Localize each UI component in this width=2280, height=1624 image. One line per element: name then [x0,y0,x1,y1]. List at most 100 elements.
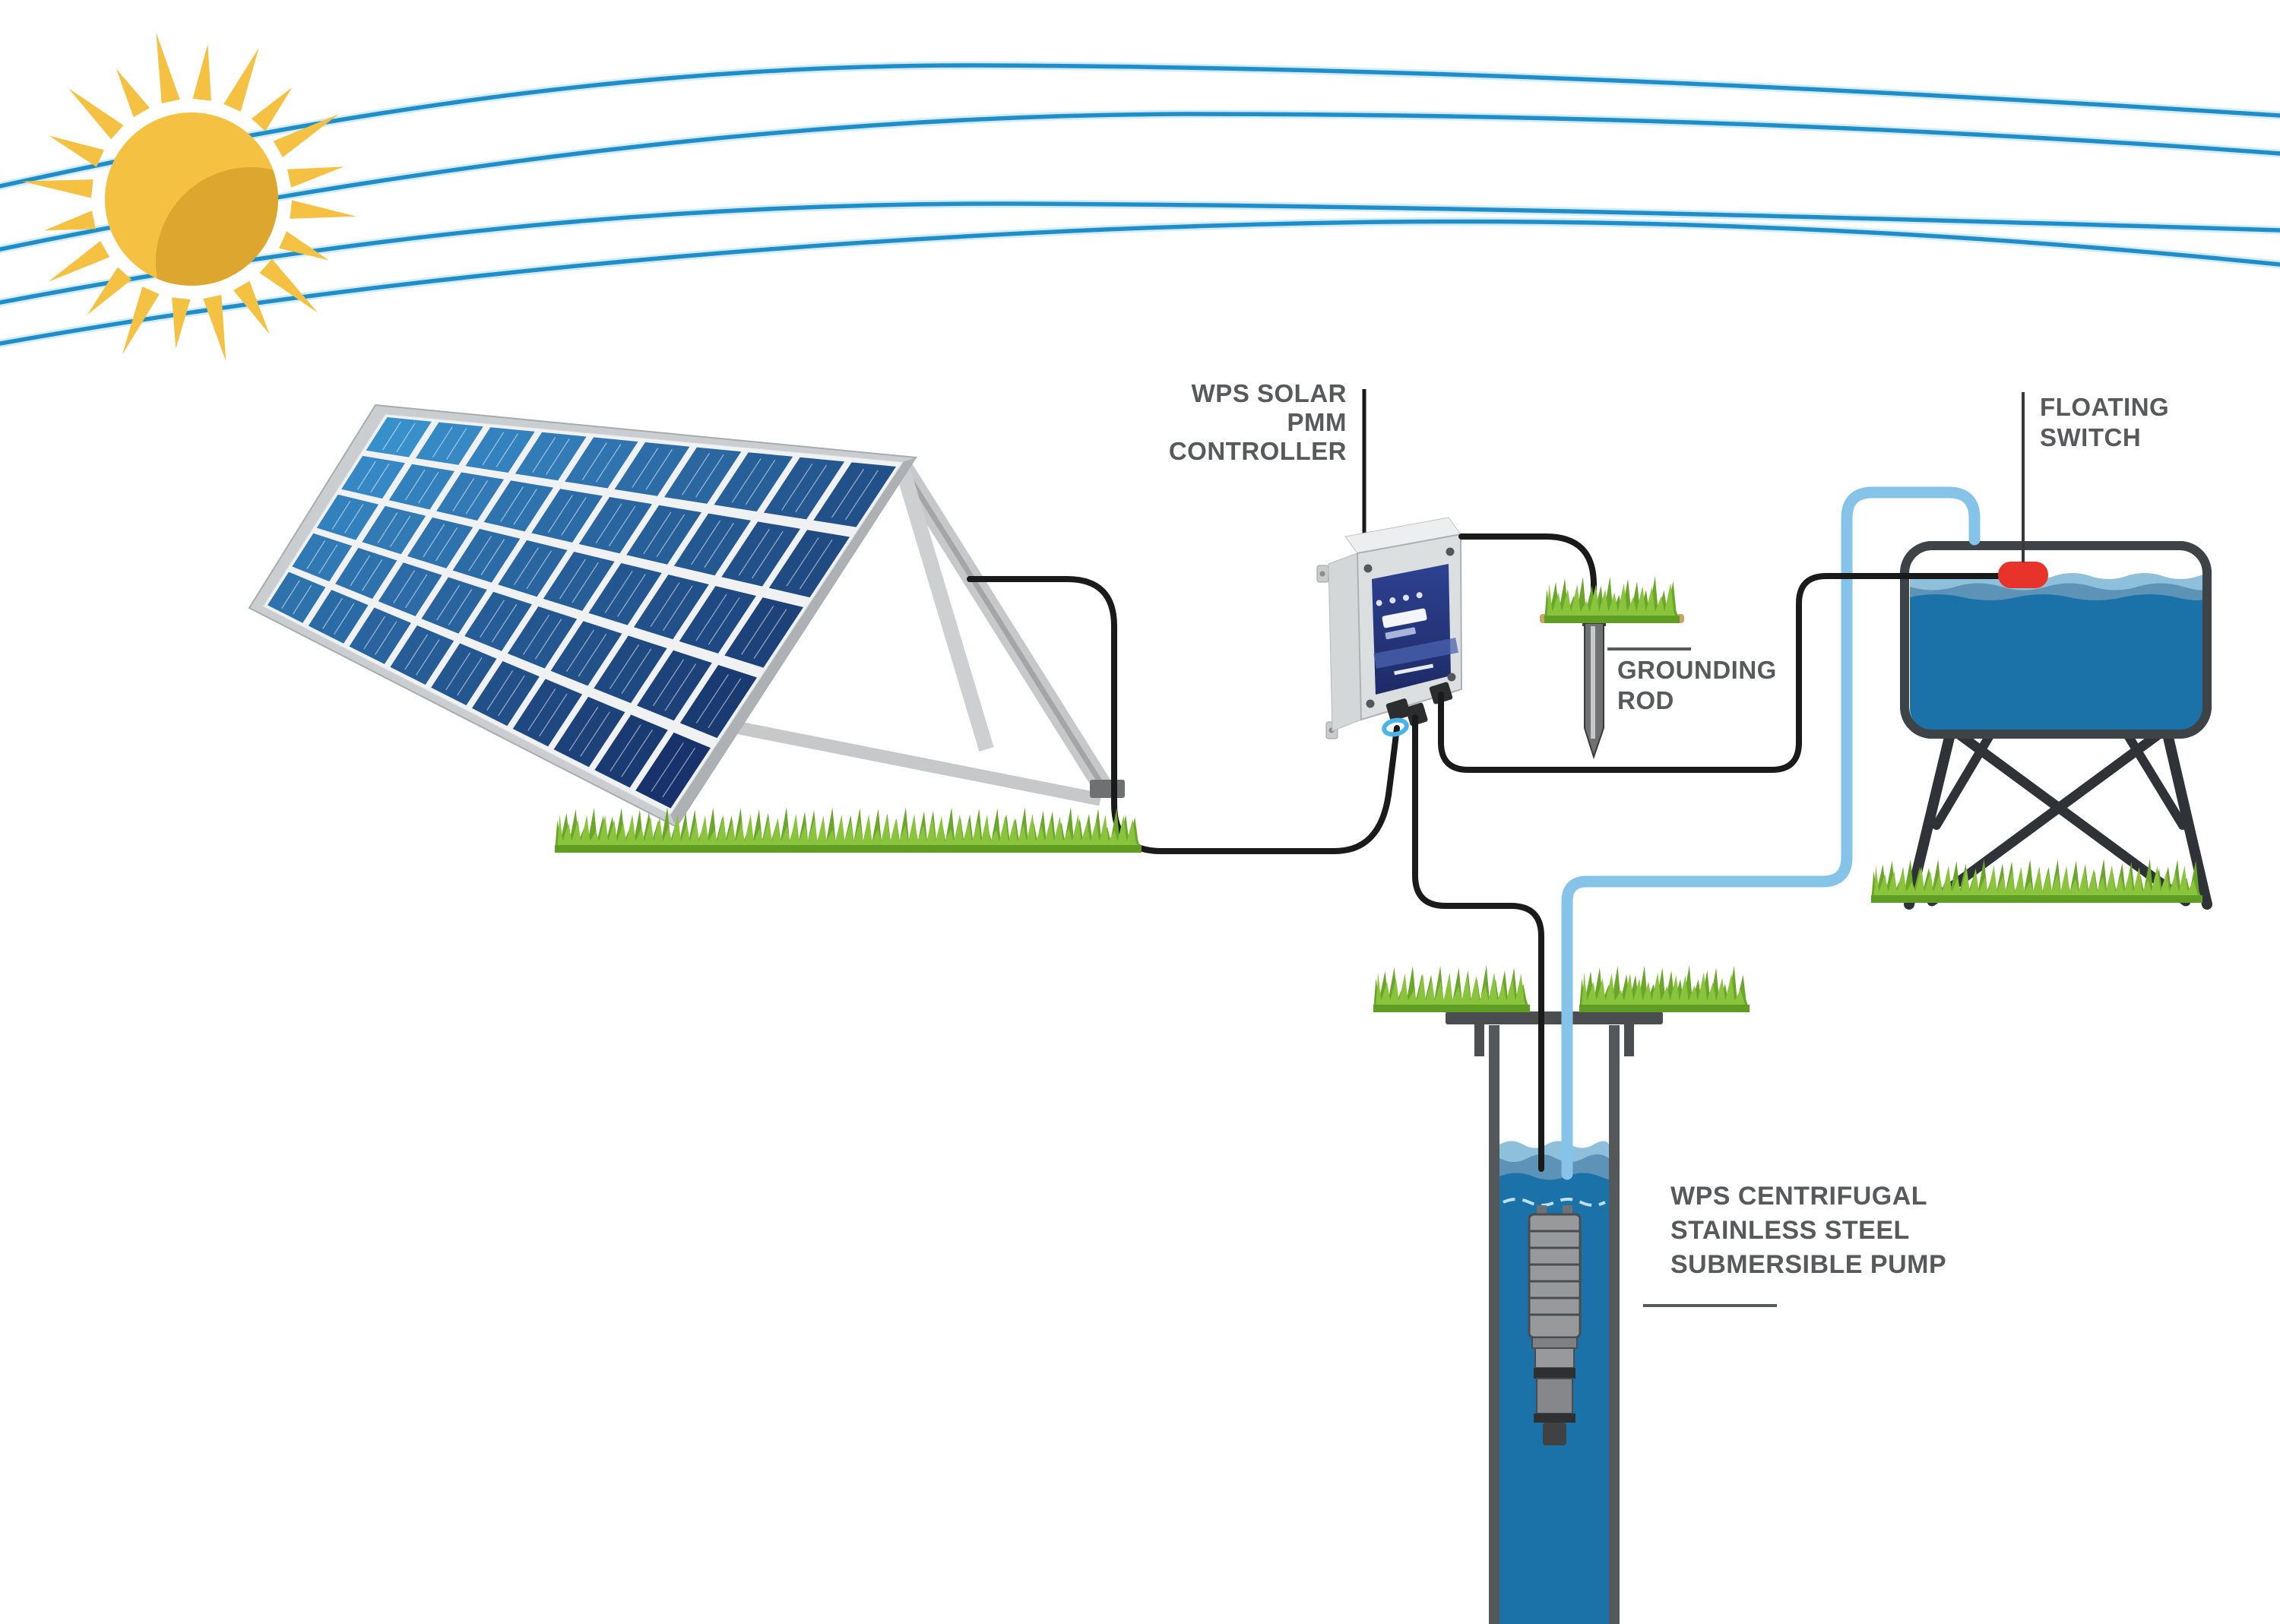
pump-band [1534,1413,1575,1423]
indicator-dot [1402,594,1409,601]
logo-mark [1382,608,1427,628]
cell-busbar [546,438,570,475]
grass-layer [557,814,1139,851]
panel-cell [308,590,369,644]
cell-busbar [578,633,607,677]
cell-busbar [393,570,416,603]
panel-cells [268,417,896,809]
cell-busbar [609,644,640,689]
pump-tail [1543,1423,1566,1445]
sun-ray [223,47,259,112]
cell-busbar [404,469,426,501]
cell-busbar [523,614,550,655]
cell-busbar [527,688,556,731]
cell-busbar [741,606,774,655]
cell-busbar [786,537,819,587]
cell-busbar [753,609,787,659]
sun-ray [172,297,191,349]
cell-busbar [513,489,537,525]
cell-busbar [559,559,586,600]
cell-busbar [491,603,518,643]
panel-cell [768,530,850,598]
cell-busbar [423,524,445,558]
cell-busbar [306,540,326,569]
sun-ray [87,267,132,315]
cell-busbar [610,724,641,772]
cell-busbar [695,454,724,498]
controller-box [1316,517,1463,739]
cell-busbar [681,453,711,495]
panel-cell [268,571,326,623]
cell-busbar [662,747,696,798]
cell-busbar [799,539,833,590]
sun-ray [192,44,211,101]
cell-busbar [595,503,622,544]
panel-cell [813,462,896,527]
sun-shade [156,167,278,286]
cell-busbar [404,574,428,609]
cell-busbar [621,730,653,777]
pump-label-rule [1643,1304,1777,1307]
cell-busbar [356,461,376,490]
cell-busbar [581,442,607,480]
grounding-grass [1544,576,1680,623]
cell-busbar [482,432,505,466]
stand-brace [1932,731,1994,830]
cell-busbar [844,470,879,521]
sun-ray [287,166,344,188]
sun-ray [48,241,110,282]
stand-inner-strut [894,463,994,752]
grass-base [1871,895,2202,903]
indicator-dot [1389,597,1396,604]
cell-busbar [691,520,721,565]
blue-connector [1382,717,1409,737]
panel-cell [366,417,432,457]
cell-busbar [572,562,599,603]
cell-busbar [704,522,734,568]
panel-cell [673,513,751,576]
cell-busbar [632,448,659,488]
cell-busbar [281,580,300,609]
grass-layer [1376,972,1528,1011]
cell-busbar [513,547,539,586]
solar-panel [248,404,917,828]
cell-busbar [435,527,458,562]
cell-busbar [465,480,489,514]
grass-base [555,845,1142,853]
cell-busbar [436,584,461,621]
cell-busbar [643,511,672,555]
well-grass-left [1373,965,1530,1012]
submersible-pump-icon [1528,1205,1582,1445]
panel-grass [555,807,1142,853]
pump-label: WPS CENTRIFUGAL STAINLESS STEEL SUBMERSI… [1670,1182,1947,1279]
water-tank [1900,541,2212,739]
indicator-dot [1416,592,1423,599]
wire-controller-to-float-switch [1438,573,2006,773]
sun-ray [233,280,270,334]
cable-gland [1405,702,1428,727]
cell-busbar [534,619,562,660]
sun-ray [44,211,96,231]
pump-mid [1534,1347,1575,1369]
grass-base [1373,1005,1530,1012]
cell-busbar [604,570,633,613]
panel-cell [565,437,638,489]
screw [1363,564,1373,573]
panel-cell [578,497,652,554]
cell-busbar [656,514,686,558]
sun-ray [290,200,356,219]
sun-ray [156,32,180,103]
cell-busbar [580,711,610,757]
screw [1366,699,1375,708]
tank-grass [1871,859,2202,903]
pipe-well-to-tank [1561,486,1981,1180]
wire-controller-to-pump [1412,714,1544,1172]
screw [1446,547,1455,556]
cell-busbar [561,497,587,536]
cell-busbar [621,648,652,694]
tank-water [1910,573,2206,730]
cell-busbar [708,678,742,729]
panel-cell [431,643,497,706]
panel-cell [512,679,583,747]
grounding-rod-label: GROUNDING ROD [1617,656,1777,714]
